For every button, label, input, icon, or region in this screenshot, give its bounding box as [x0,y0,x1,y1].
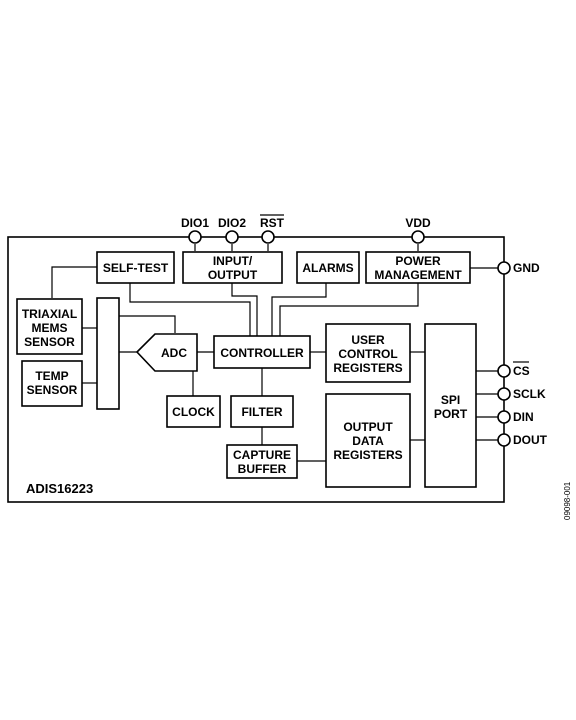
triaxial-label-line3: SENSOR [24,335,75,349]
clock-block: CLOCK [166,395,221,428]
output-data-label-line3: REGISTERS [333,448,402,462]
output-data-label-line2: DATA [352,434,384,448]
pin-vdd-label: VDD [405,216,431,230]
pin-vdd: VDD [405,216,431,244]
connection-wires [51,244,498,462]
controller-label: CONTROLLER [220,346,304,360]
triaxial-mems-sensor-block: TRIAXIAL MEMS SENSOR [16,298,83,355]
pin-dio1: DIO1 [181,216,209,244]
capture-buffer-block: CAPTURE BUFFER [226,444,298,479]
pin-cs: CS [497,361,530,378]
output-data-registers-block: OUTPUT DATA REGISTERS [325,393,411,488]
spi-port-label-line2: PORT [434,407,468,421]
triaxial-label-line1: TRIAXIAL [22,307,77,321]
part-number-label: ADIS16223 [26,481,93,496]
pin-dio2-label: DIO2 [218,216,246,230]
pin-gnd: GND [497,261,540,275]
figure-code-label: 09098-001 [563,481,572,520]
filter-label: FILTER [241,405,282,419]
triaxial-label-line2: MEMS [32,321,68,335]
capture-buffer-label-line2: BUFFER [238,462,287,476]
spi-port-label-line1: SPI [441,393,460,407]
input-output-label-line2: OUTPUT [208,268,258,282]
pin-sclk: SCLK [497,387,546,401]
power-management-block: POWER MANAGEMENT [365,251,471,284]
input-output-block: INPUT/ OUTPUT [182,251,283,284]
filter-block: FILTER [230,395,294,428]
clock-label: CLOCK [172,405,215,419]
adc-block: ADC [135,333,198,372]
user-control-label-line1: USER [351,333,385,347]
self-test-label: SELF-TEST [103,261,169,275]
pin-dout: DOUT [497,433,548,447]
user-control-label-line3: REGISTERS [333,361,402,375]
user-control-registers-block: USER CONTROL REGISTERS [325,323,411,383]
power-management-label-line1: POWER [395,254,441,268]
pin-sclk-label: SCLK [513,387,546,401]
input-output-label-line1: INPUT/ [213,254,253,268]
alarms-block: ALARMS [296,251,360,284]
pin-rst-label: RST [260,216,285,230]
pin-rst: RST [260,214,285,244]
power-management-label-line2: MANAGEMENT [374,268,462,282]
alarms-label: ALARMS [302,261,353,275]
temp-sensor-label-line2: SENSOR [27,383,78,397]
multiplexer-block [96,297,120,410]
capture-buffer-label-line1: CAPTURE [233,448,291,462]
self-test-block: SELF-TEST [96,251,175,284]
pin-din: DIN [497,410,534,424]
pin-dout-label: DOUT [513,433,548,447]
pin-din-label: DIN [513,410,534,424]
temp-sensor-label-line1: TEMP [35,369,68,383]
pin-gnd-label: GND [513,261,540,275]
pin-dio2: DIO2 [218,216,246,244]
adc-label: ADC [161,346,187,360]
temp-sensor-block: TEMP SENSOR [21,360,83,407]
spi-port-block: SPI PORT [424,323,477,488]
pin-dio1-label: DIO1 [181,216,209,230]
user-control-label-line2: CONTROL [338,347,397,361]
pin-cs-label: CS [513,364,530,378]
output-data-label-line1: OUTPUT [343,420,393,434]
controller-block: CONTROLLER [213,335,311,369]
